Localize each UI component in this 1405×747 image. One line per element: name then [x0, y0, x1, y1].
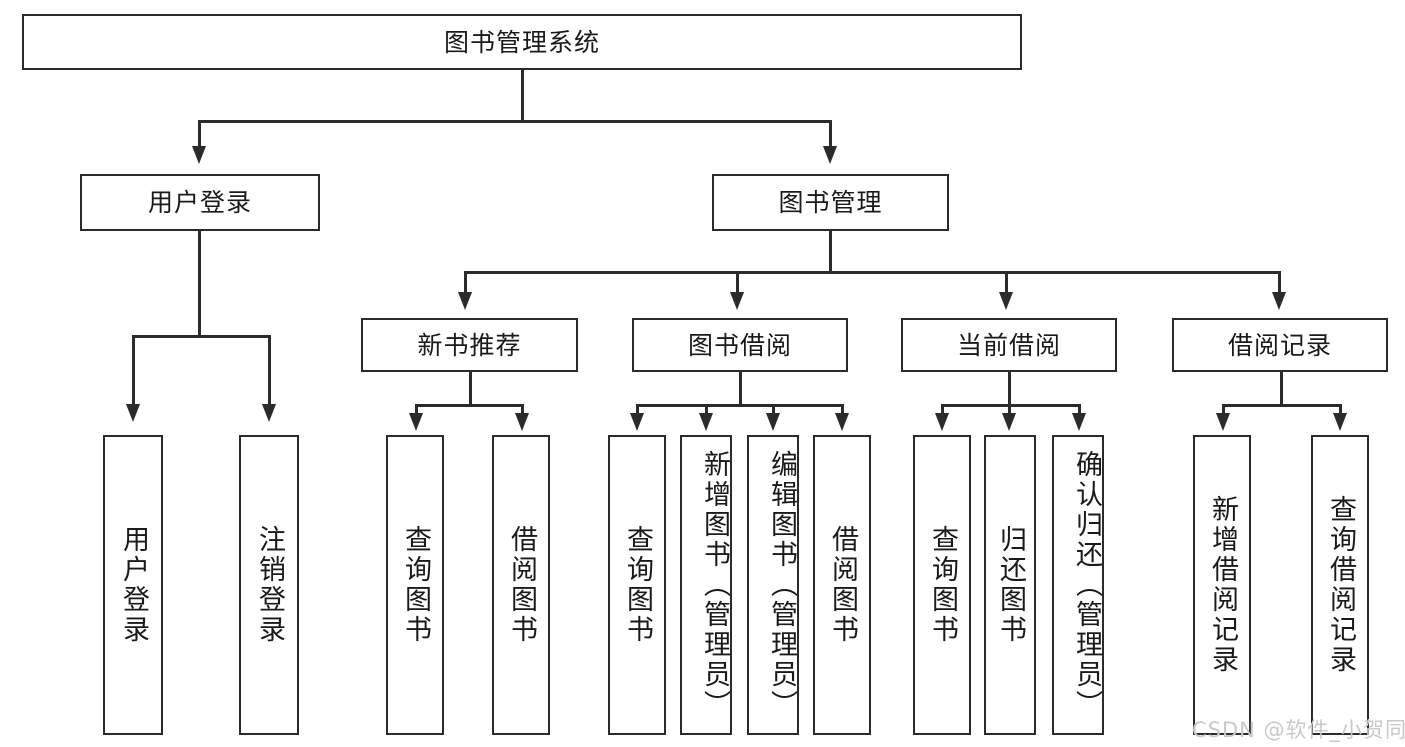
node-label: 借阅图书: [826, 525, 858, 645]
connector-drop-leaf-logout: [268, 335, 271, 407]
connector-root-stem: [521, 70, 524, 122]
node-label: 新增借阅记录: [1206, 495, 1238, 675]
leaf-user-login[interactable]: 用户登录: [103, 435, 163, 735]
connector-user-login-stem: [198, 231, 201, 337]
leaf-cb-confirm-return-admin[interactable]: 确认归还（管理员）: [1052, 435, 1104, 735]
arrow-to-current-borrow: [999, 292, 1013, 310]
arrow-to-bb-edit: [766, 413, 780, 431]
arrow-to-nb-query: [409, 413, 423, 431]
node-new-book-recommend[interactable]: 新书推荐: [361, 318, 578, 372]
node-label: 新增图书（管理员）: [699, 450, 730, 720]
connector-drop-book-borrow: [736, 271, 739, 295]
node-label: 图书借阅: [687, 330, 792, 360]
leaf-bb-add-book-admin[interactable]: 新增图书（管理员）: [680, 435, 732, 735]
arrow-to-br-add: [1216, 413, 1230, 431]
node-label: 当前借阅: [956, 330, 1061, 360]
connector-drop-cb-return: [1008, 404, 1011, 416]
leaf-cb-query-book[interactable]: 查询图书: [913, 435, 971, 735]
arrow-to-cb-query: [935, 413, 949, 431]
connector-current-borrow-bus: [941, 404, 1080, 407]
arrow-to-bb-add: [699, 413, 713, 431]
node-root-system[interactable]: 图书管理系统: [22, 14, 1022, 70]
leaf-cb-return-book[interactable]: 归还图书: [984, 435, 1036, 735]
arrow-to-new-book: [458, 292, 472, 310]
connector-drop-book-manage: [829, 120, 832, 150]
connector-root-bus: [198, 120, 832, 123]
connector-current-borrow-stem: [1008, 372, 1011, 406]
connector-new-book-bus: [415, 404, 523, 407]
connector-drop-current-borrow: [1005, 271, 1008, 295]
connector-drop-br-query: [1339, 404, 1342, 416]
arrow-to-user-login: [192, 146, 206, 164]
node-label: 注销登录: [253, 525, 285, 645]
node-label: 借阅记录: [1227, 330, 1332, 360]
node-label: 查询图书: [621, 525, 653, 645]
leaf-logout[interactable]: 注销登录: [239, 435, 299, 735]
node-book-borrow[interactable]: 图书借阅: [632, 318, 848, 372]
connector-drop-br-add: [1222, 404, 1225, 416]
leaf-nb-query-book[interactable]: 查询图书: [386, 435, 444, 735]
leaf-nb-borrow-book[interactable]: 借阅图书: [492, 435, 550, 735]
leaf-br-add-record[interactable]: 新增借阅记录: [1193, 435, 1251, 735]
node-label: 借阅图书: [505, 525, 537, 645]
connector-user-login-bus: [132, 335, 270, 338]
leaf-bb-edit-book-admin[interactable]: 编辑图书（管理员）: [747, 435, 799, 735]
connector-drop-user-login: [198, 120, 201, 150]
node-label: 新书推荐: [417, 330, 522, 360]
node-label: 查询图书: [926, 525, 958, 645]
connector-book-borrow-bus: [636, 404, 843, 407]
node-label: 图书管理系统: [443, 27, 600, 57]
node-label: 查询借阅记录: [1324, 495, 1356, 675]
node-current-borrow[interactable]: 当前借阅: [901, 318, 1117, 372]
node-label: 查询图书: [399, 525, 431, 645]
node-label: 确认归还（管理员）: [1071, 450, 1102, 720]
arrow-to-book-manage: [823, 146, 837, 164]
node-label: 编辑图书（管理员）: [766, 450, 797, 720]
arrow-to-borrow-record: [1272, 292, 1286, 310]
connector-book-manage-bus: [464, 271, 1281, 274]
connector-book-manage-stem: [829, 231, 832, 273]
node-label: 用户登录: [117, 525, 149, 645]
arrow-to-book-borrow: [730, 292, 744, 310]
arrow-to-nb-borrow: [515, 413, 529, 431]
connector-drop-leaf-user-login: [132, 335, 135, 407]
connector-drop-new-book: [464, 271, 467, 295]
connector-borrow-record-bus: [1222, 404, 1341, 407]
arrow-to-br-query: [1333, 413, 1347, 431]
arrow-to-bb-borrow: [835, 413, 849, 431]
connector-drop-borrow-record: [1278, 271, 1281, 295]
node-label: 归还图书: [994, 525, 1026, 645]
connector-new-book-stem: [469, 372, 472, 406]
arrow-to-leaf-user-login: [126, 404, 140, 422]
node-label: 用户登录: [147, 188, 252, 217]
arrow-to-leaf-logout: [262, 404, 276, 422]
leaf-bb-borrow-book[interactable]: 借阅图书: [813, 435, 871, 735]
connector-drop-bb-add: [705, 404, 708, 416]
connector-drop-bb-query: [636, 404, 639, 416]
connector-drop-nb-borrow: [521, 404, 524, 416]
connector-drop-bb-borrow: [841, 404, 844, 416]
connector-borrow-record-stem: [1280, 372, 1283, 406]
node-user-login[interactable]: 用户登录: [80, 174, 320, 231]
node-label: 图书管理: [778, 188, 883, 217]
leaf-bb-query-book[interactable]: 查询图书: [608, 435, 666, 735]
connector-drop-nb-query: [415, 404, 418, 416]
leaf-br-query-record[interactable]: 查询借阅记录: [1311, 435, 1369, 735]
arrow-to-cb-return: [1002, 413, 1016, 431]
connector-drop-cb-query: [941, 404, 944, 416]
node-borrow-record[interactable]: 借阅记录: [1172, 318, 1388, 372]
connector-drop-cb-confirm: [1078, 404, 1081, 416]
arrow-to-bb-query: [630, 413, 644, 431]
connector-drop-bb-edit: [772, 404, 775, 416]
node-book-manage[interactable]: 图书管理: [712, 174, 949, 231]
arrow-to-cb-confirm: [1072, 413, 1086, 431]
connector-book-borrow-stem: [739, 372, 742, 406]
